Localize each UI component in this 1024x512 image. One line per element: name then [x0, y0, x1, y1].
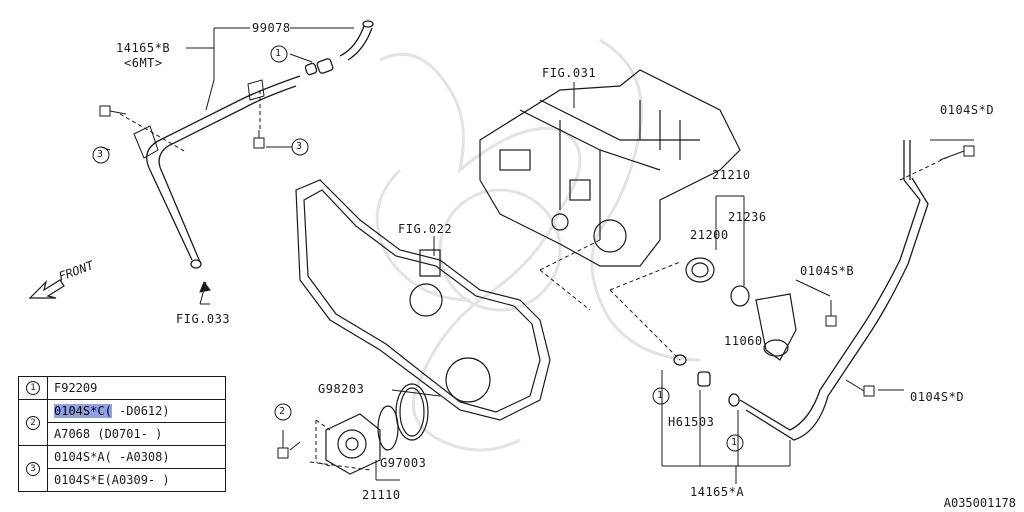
marker-number: 3	[97, 149, 104, 160]
legend-row[interactable]: F92209	[54, 381, 98, 395]
marker-number: 3	[296, 141, 303, 152]
timing-cover[interactable]	[295, 179, 551, 421]
callout-0104s-b[interactable]: 0104S*B	[800, 264, 855, 278]
legend-group-2: 2 0104S*C( -D0612) A7068 (D0701- )	[19, 399, 225, 445]
callout-14165a[interactable]: 14165*A	[690, 485, 745, 499]
legend-row[interactable]: 0104S*A( -A0308)	[54, 450, 170, 464]
callout-14165b[interactable]: 14165*B	[116, 41, 171, 55]
legend-row-selected[interactable]: 0104S*C( -D0612)	[54, 404, 170, 418]
marker-number: 1	[731, 437, 738, 448]
engine-block[interactable]	[479, 69, 741, 267]
hose-14165b[interactable]	[146, 75, 301, 269]
callout-11060[interactable]: 11060	[724, 334, 763, 348]
callout-fig033[interactable]: FIG.033	[176, 312, 231, 326]
hose-14165a[interactable]	[673, 140, 929, 441]
callout-g98203[interactable]: G98203	[318, 382, 365, 396]
legend-group-1: 1 F92209	[19, 377, 225, 399]
legend-row[interactable]: A7068 (D0701- )	[48, 422, 225, 445]
callout-fig022[interactable]: FIG.022	[398, 222, 453, 236]
marker-number: 1	[657, 390, 664, 401]
thermostat[interactable]	[685, 257, 797, 361]
pipe-99078[interactable]	[304, 20, 374, 76]
callout-21200[interactable]: 21200	[690, 228, 729, 242]
callout-0104s-d-top[interactable]: 0104S*D	[940, 103, 995, 117]
marker-three-icon: 3	[26, 461, 40, 476]
marker-one-icon: 1	[26, 381, 40, 395]
callout-h61503[interactable]: H61503	[668, 415, 715, 429]
legend-row[interactable]: 0104S*E(A0309- )	[48, 468, 225, 491]
marker-two-icon	[274, 403, 292, 421]
bracket	[133, 79, 265, 159]
marker-three-icon	[92, 138, 309, 164]
callout-6mt: <6MT>	[124, 56, 163, 70]
callout-21210[interactable]: 21210	[712, 168, 751, 182]
callout-21110[interactable]: 21110	[362, 488, 401, 502]
bolt[interactable]	[99, 105, 265, 149]
callout-0104s-d-bottom[interactable]: 0104S*D	[910, 390, 965, 404]
watermark-emblem	[375, 38, 701, 452]
marker-two-icon: 2	[26, 415, 40, 430]
leader-lines	[186, 27, 974, 484]
legend-code-highlight: 0104S*C(	[54, 404, 112, 418]
figure-id: A035001178	[943, 496, 1016, 510]
bolt[interactable]	[277, 430, 289, 459]
arrow-icon	[199, 280, 211, 293]
callout-99078[interactable]: 99078	[252, 21, 291, 35]
callout-fig031[interactable]: FIG.031	[542, 66, 597, 80]
bolt[interactable]	[845, 145, 975, 397]
legend-group-3: 3 0104S*A( -A0308) 0104S*E(A0309- )	[19, 445, 225, 491]
alignment-lines	[119, 90, 951, 471]
front-arrow-icon	[28, 279, 65, 299]
bolt[interactable]	[825, 300, 837, 327]
marker-number: 1	[275, 48, 282, 59]
marker-number: 2	[279, 406, 286, 417]
callout-g97003[interactable]: G97003	[380, 456, 427, 470]
legend-table: 1 F92209 2 0104S*C( -D0612) A7068 (D0701…	[18, 376, 226, 492]
water-pump[interactable]	[325, 383, 429, 475]
marker-one-icon	[270, 45, 744, 452]
callout-21236[interactable]: 21236	[728, 210, 767, 224]
